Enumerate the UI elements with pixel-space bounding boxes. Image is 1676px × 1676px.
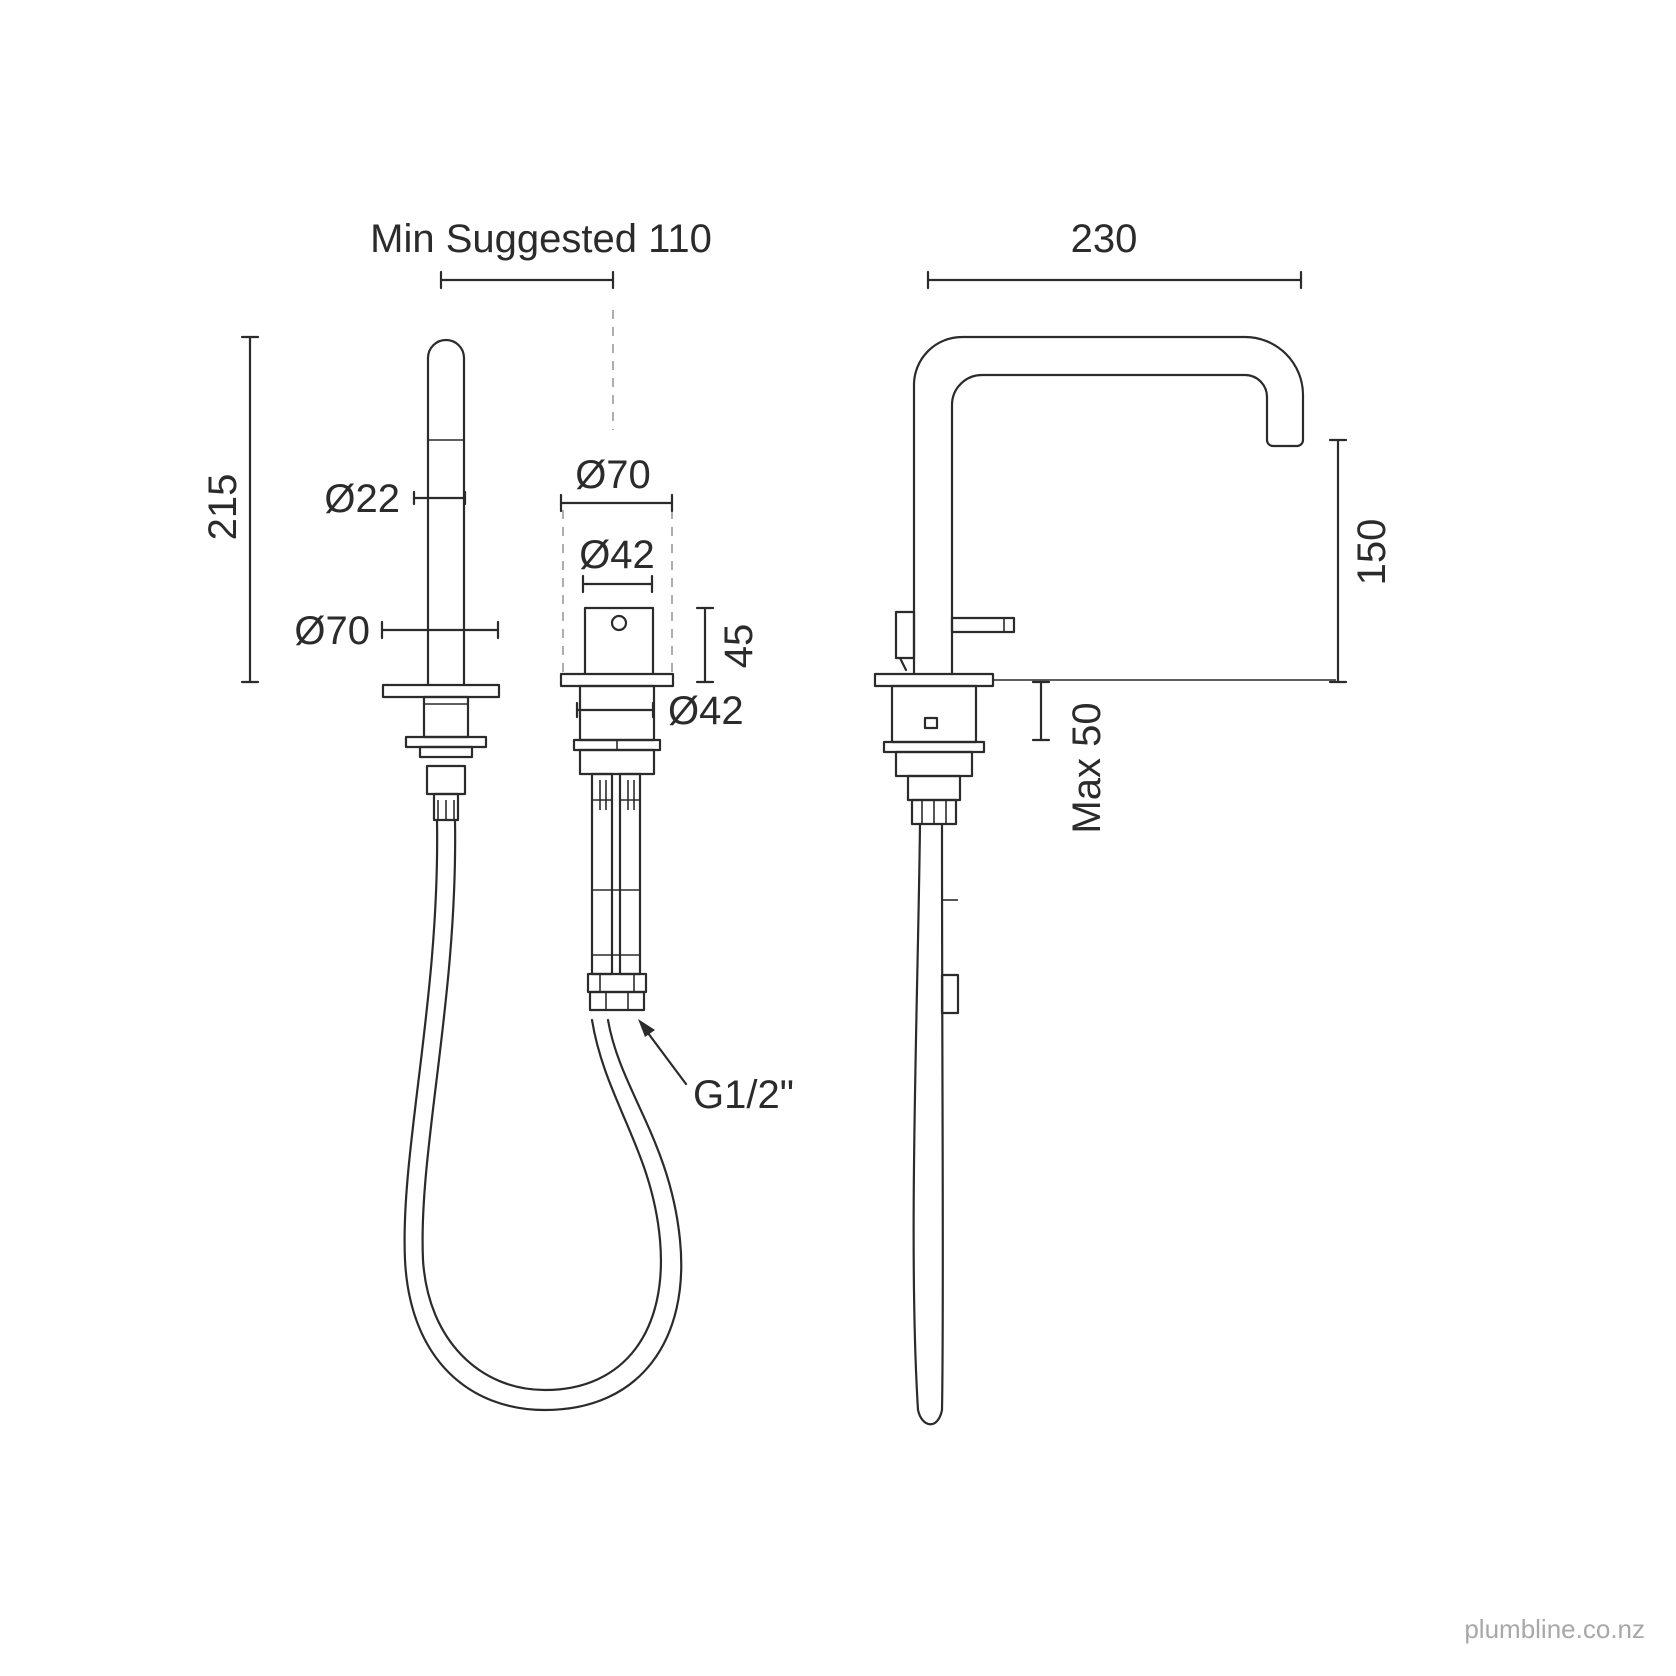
max-deck-label: Max 50 [1065, 702, 1109, 833]
base-diameter-left-label: Ø70 [294, 609, 370, 653]
credit-text: plumbline.co.nz [1464, 1614, 1645, 1644]
spout-front-view [381, 338, 683, 1412]
body-height-45-label: 45 [717, 624, 761, 669]
width-230-label: 230 [1071, 217, 1138, 261]
thread-label: G1/2" [693, 1073, 794, 1117]
body-diameter-label: Ø42 [668, 689, 744, 733]
dimension-lines [240, 270, 1348, 1086]
mixer-front-view [559, 310, 675, 1012]
top-diameter-center-label: Ø70 [575, 453, 651, 497]
handle-diameter-label: Ø42 [579, 533, 655, 577]
side-view [873, 335, 1305, 1426]
height-150-label: 150 [1350, 519, 1394, 586]
min-suggested-label: Min Suggested 110 [370, 217, 712, 261]
height-215-label: 215 [201, 474, 245, 541]
spout-diameter-label: Ø22 [324, 477, 400, 521]
